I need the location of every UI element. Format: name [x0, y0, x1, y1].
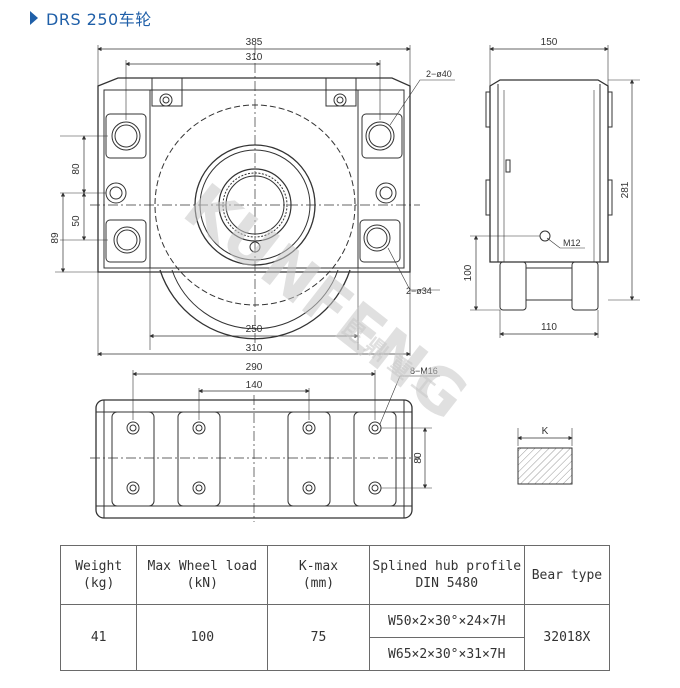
watermark: KUNFENG 昆 鼎 重 工	[171, 169, 481, 434]
large-hole-left	[111, 121, 141, 151]
large-hole-right	[365, 121, 395, 151]
header-weight: Weight (kg)	[59, 545, 138, 605]
callout-8-m16: 8−M16	[410, 366, 438, 376]
cell-hub-1: W50×2×30°×24×7H	[368, 604, 525, 638]
small-hole-right	[363, 224, 391, 252]
side-view	[470, 45, 640, 338]
k-label: K	[542, 426, 549, 437]
dim-89: 89	[50, 232, 61, 244]
dim-281: 281	[620, 181, 631, 198]
callout-2-d34: 2−ø34	[406, 286, 432, 296]
spec-table-header: Weight (kg) Max Wheel load (kN) K-max (m…	[59, 545, 611, 605]
dim-80: 80	[71, 163, 82, 175]
dim-80-top: 80	[413, 452, 424, 464]
dim-385: 385	[246, 37, 263, 48]
header-hub: Splined hub profile DIN 5480	[368, 545, 525, 605]
dim-110: 110	[541, 322, 557, 333]
side-housing	[489, 79, 609, 263]
dim-310-top: 310	[246, 52, 263, 63]
spec-table: Weight (kg) Max Wheel load (kN) K-max (m…	[59, 545, 611, 671]
title-arrow-icon	[30, 11, 38, 25]
callout-m12: M12	[563, 238, 581, 248]
header-kmax: K-max (mm)	[267, 545, 370, 605]
dim-290: 290	[246, 362, 263, 373]
dim-150: 150	[541, 37, 558, 48]
technical-drawing: 385 310 250 310 80 50 89 2−ø40 2−ø34	[50, 37, 640, 522]
page-title: DRS 250车轮	[46, 10, 152, 29]
small-hole-left	[113, 226, 141, 254]
cell-kmax: 75	[267, 604, 370, 671]
dim-250: 250	[246, 324, 263, 335]
watermark-text: KUNFENG	[171, 169, 481, 434]
front-view	[55, 45, 455, 357]
dim-310-bottom: 310	[246, 343, 263, 354]
dim-50: 50	[71, 215, 82, 227]
cell-load: 100	[136, 604, 269, 671]
top-view	[90, 370, 440, 522]
k-section	[517, 447, 573, 485]
cell-weight: 41	[59, 604, 138, 671]
cell-bear: 32018X	[523, 604, 611, 671]
dim-140: 140	[246, 380, 263, 391]
title-bar: DRS 250车轮	[30, 6, 152, 30]
k-detail	[517, 428, 573, 485]
table-row: 41 100 75 W50×2×30°×24×7H 32018X	[59, 604, 611, 671]
dim-100: 100	[463, 264, 474, 281]
header-bear: Bear type	[523, 545, 611, 605]
cell-hub-2: W65×2×30°×31×7H	[368, 637, 525, 671]
table-row: W65×2×30°×31×7H	[61, 637, 610, 671]
header-max-load: Max Wheel load (kN)	[136, 545, 269, 605]
callout-2-d40: 2−ø40	[426, 69, 452, 79]
